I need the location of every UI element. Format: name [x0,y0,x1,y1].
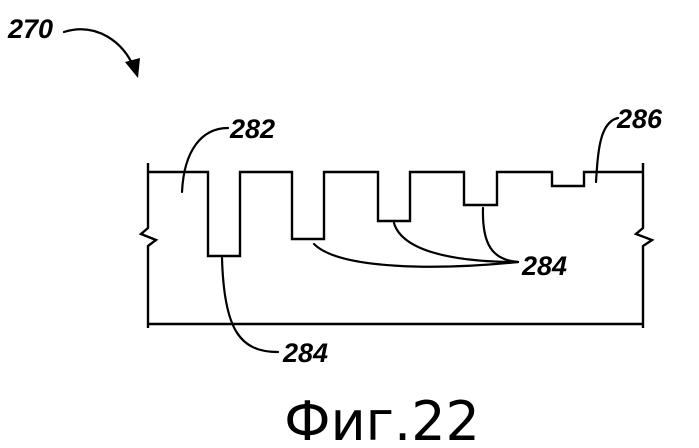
leader-284-c [483,208,518,262]
leader-282 [182,128,228,192]
leader-284-a [314,244,518,267]
grooved-surface-profile [148,172,643,256]
leader-284-deep [222,258,278,352]
right-break-line [636,163,652,328]
left-break-line [141,163,156,328]
label-270: 270 [7,14,53,44]
label-286: 286 [616,104,663,134]
label-282: 282 [229,114,275,144]
label-284-deep: 284 [282,338,328,368]
arrow-270-head [125,58,140,78]
arrow-270-leader [64,29,134,68]
label-284-grooves: 284 [521,251,567,281]
figure-caption: Фиг.22 [284,390,480,448]
